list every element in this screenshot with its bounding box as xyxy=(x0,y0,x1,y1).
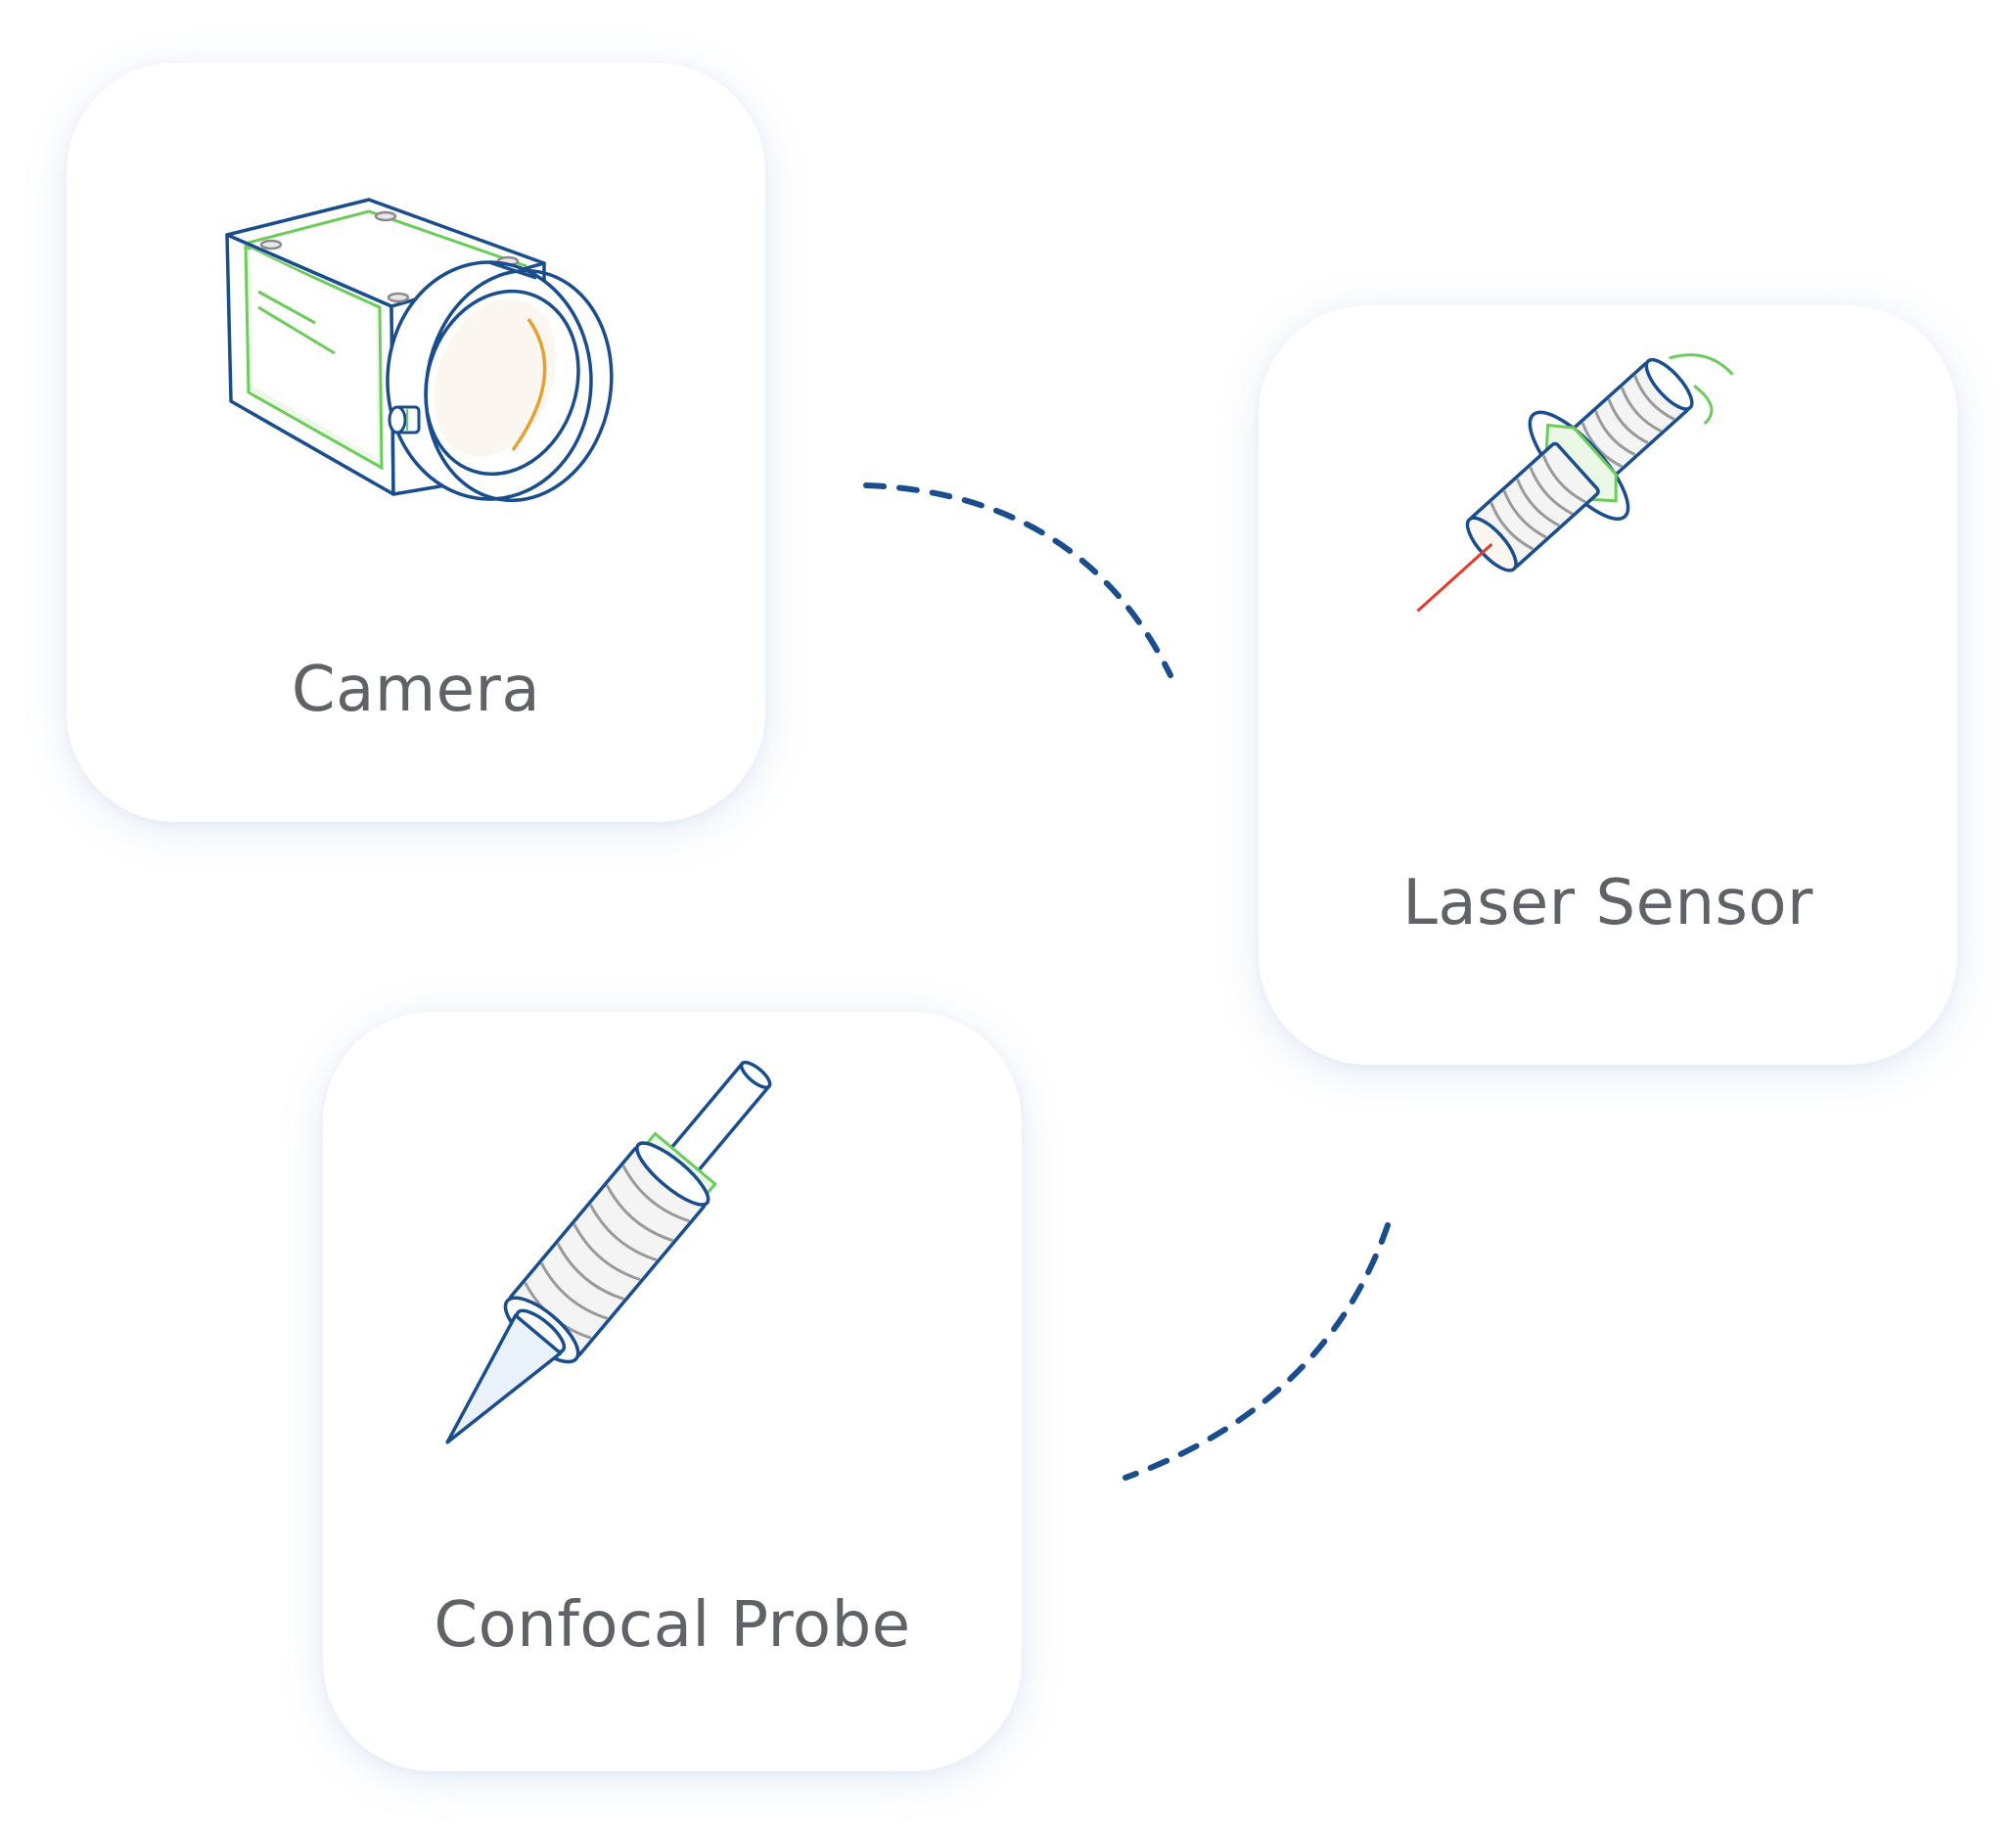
confocal-probe-label: Confocal Probe xyxy=(434,1589,911,1662)
camera-card[interactable]: Camera xyxy=(67,63,765,822)
dashed-connector-camera-laser xyxy=(863,482,1173,678)
laser-sensor-label: Laser Sensor xyxy=(1402,867,1813,939)
dashed-connector-laser-probe xyxy=(1123,1222,1391,1481)
camera-label: Camera xyxy=(291,654,541,726)
confocal-probe-icon xyxy=(445,1060,772,1444)
laser-sensor-icon xyxy=(1416,353,1734,613)
camera-icon xyxy=(225,198,614,503)
laser-sensor-card[interactable]: Laser Sensor xyxy=(1259,305,1957,1065)
confocal-probe-card[interactable]: Confocal Probe xyxy=(323,1012,1022,1771)
